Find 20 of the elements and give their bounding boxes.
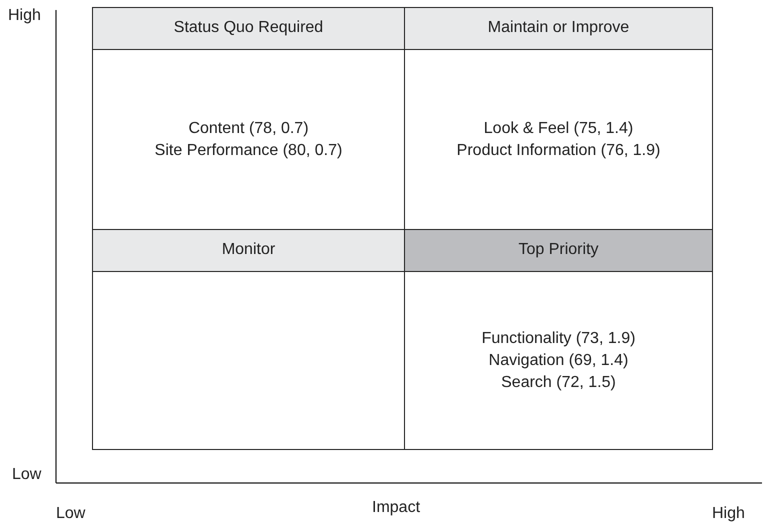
item-text: Look & Feel (75, 1.4)	[484, 118, 634, 138]
item-text: Product Information (76, 1.9)	[456, 140, 660, 160]
quadrant-title: Top Priority	[517, 241, 600, 259]
quadrant-cell	[92, 229, 405, 450]
item-text: Site Performance (80, 0.7)	[154, 140, 342, 160]
axis-title: Impact	[372, 499, 420, 517]
item-text: Navigation (69, 1.4)	[488, 350, 628, 370]
quadrant-cell	[404, 7, 713, 230]
axis-end-label: High	[712, 505, 745, 523]
item-text: Functionality (73, 1.9)	[482, 328, 636, 348]
quadrant-title: Maintain or Improve	[486, 19, 630, 37]
item-text: Content (78, 0.7)	[188, 118, 309, 138]
axis-end-label: High	[8, 7, 41, 25]
item-text: Search (72, 1.5)	[501, 372, 616, 392]
quadrant-title: Status Quo Required	[172, 19, 324, 37]
quadrant-title: Monitor	[220, 241, 276, 259]
axis-end-label: Low	[56, 505, 86, 523]
quadrant-cell	[92, 7, 405, 230]
axis-end-label: Low	[12, 466, 42, 484]
quadrant-cell	[404, 229, 713, 450]
